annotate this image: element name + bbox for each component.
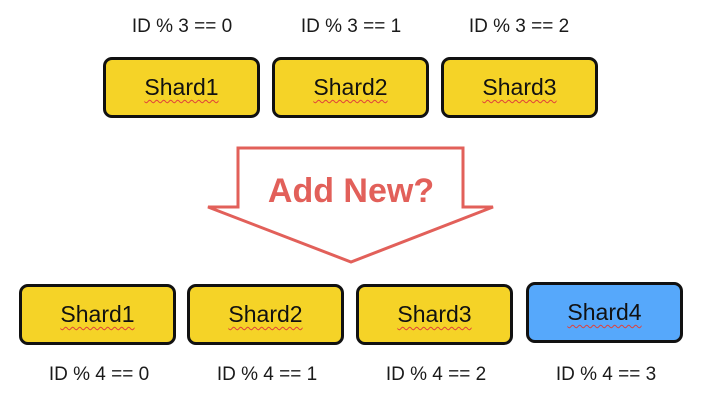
bottom-shard-4: Shard4 (526, 282, 683, 343)
top-shard-3-label: Shard3 (482, 74, 557, 100)
bottom-mod-label-2: ID % 4 == 2 (385, 364, 487, 385)
bottom-shard-4-label: Shard4 (567, 299, 642, 325)
bottom-shard-3: Shard3 (356, 284, 513, 345)
top-mod-label-2: ID % 3 == 2 (468, 16, 570, 37)
bottom-shard-2: Shard2 (187, 284, 344, 345)
bottom-shard-1-label: Shard1 (60, 301, 135, 327)
add-new-label: Add New? (267, 172, 435, 210)
bottom-mod-label-1: ID % 4 == 1 (216, 364, 318, 385)
down-arrow-shape (207, 146, 494, 264)
bottom-shard-3-label: Shard3 (397, 301, 472, 327)
bottom-mod-label-0: ID % 4 == 0 (48, 364, 150, 385)
bottom-shard-1: Shard1 (19, 284, 176, 345)
top-shard-2: Shard2 (272, 57, 429, 118)
top-shard-1: Shard1 (103, 57, 260, 118)
bottom-shard-2-label: Shard2 (228, 301, 303, 327)
top-mod-label-0: ID % 3 == 0 (131, 16, 233, 37)
top-shard-2-label: Shard2 (313, 74, 388, 100)
top-mod-label-1: ID % 3 == 1 (300, 16, 402, 37)
top-shard-1-label: Shard1 (144, 74, 219, 100)
bottom-mod-label-3: ID % 4 == 3 (555, 364, 657, 385)
top-shard-3: Shard3 (441, 57, 598, 118)
